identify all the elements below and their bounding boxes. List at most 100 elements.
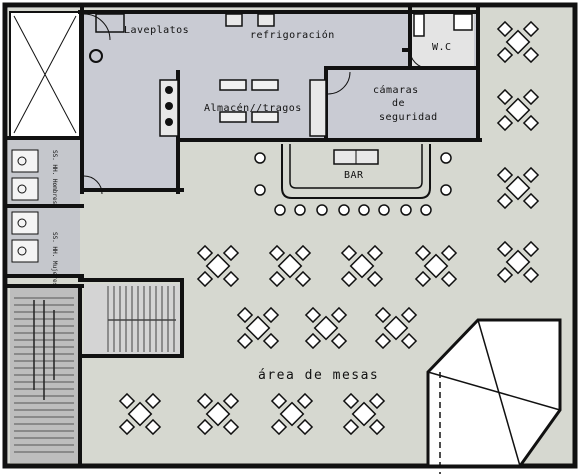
- fridge-unit: [225, 13, 243, 27]
- wc-label: W.C: [432, 42, 452, 53]
- chair: [374, 306, 392, 324]
- chair: [222, 418, 240, 436]
- bar-stool: [294, 204, 306, 216]
- table-set: [304, 306, 348, 350]
- table-top: [205, 253, 231, 279]
- chair: [236, 306, 254, 324]
- door-swing-wc: [409, 49, 429, 69]
- chair: [330, 306, 348, 324]
- table-set: [268, 244, 312, 288]
- bar-counter-inner: [289, 144, 423, 189]
- table-top: [313, 315, 339, 341]
- fixtures: [11, 13, 473, 453]
- chair: [342, 392, 360, 410]
- table-top: [383, 315, 409, 341]
- table-set: [496, 166, 540, 210]
- chair: [262, 332, 280, 350]
- table-set: [496, 240, 540, 284]
- chair: [270, 418, 288, 436]
- laveplatos-label: Laveplatos: [124, 25, 190, 36]
- bar-stool: [338, 204, 350, 216]
- table-set: [270, 392, 314, 436]
- restroom-stall: [11, 211, 39, 235]
- chair: [440, 244, 458, 262]
- table-top: [423, 253, 449, 279]
- wc-sink: [453, 13, 473, 31]
- toilet-bowl: [17, 246, 27, 256]
- burner: [165, 86, 173, 94]
- chair: [144, 392, 162, 410]
- chair: [340, 270, 358, 288]
- chair: [368, 418, 386, 436]
- table-set: [496, 88, 540, 132]
- toilet-bowl: [17, 184, 27, 194]
- bar-stool: [358, 204, 370, 216]
- fridge-unit: [257, 13, 275, 27]
- refrigeracion-label: refrigoración: [250, 30, 335, 41]
- chair: [496, 46, 514, 64]
- chair: [196, 392, 214, 410]
- table-set: [236, 306, 280, 350]
- chair: [522, 240, 540, 258]
- table-top: [205, 401, 231, 427]
- camaras-label-2: de: [392, 98, 406, 109]
- chair: [340, 244, 358, 262]
- chair: [294, 270, 312, 288]
- chair: [144, 418, 162, 436]
- chair: [496, 88, 514, 106]
- chair: [414, 244, 432, 262]
- storage-rack: [251, 79, 279, 91]
- toilet: [413, 13, 425, 37]
- table-top: [245, 315, 271, 341]
- bar-label: BAR: [344, 170, 364, 181]
- chair: [522, 46, 540, 64]
- bar-counter-outer: [281, 144, 431, 199]
- door-swing-lave: [83, 13, 111, 41]
- chair: [304, 332, 322, 350]
- chair: [522, 20, 540, 38]
- chair: [262, 306, 280, 324]
- drain: [89, 49, 103, 63]
- table-set: [496, 20, 540, 64]
- chair: [296, 418, 314, 436]
- chair: [400, 332, 418, 350]
- storage-rack: [219, 111, 247, 123]
- sink-counter: [95, 13, 125, 33]
- bar-stool: [420, 204, 432, 216]
- bar-stool: [378, 204, 390, 216]
- burner: [165, 102, 173, 110]
- chair: [270, 392, 288, 410]
- table-top: [505, 249, 531, 275]
- chair: [496, 192, 514, 210]
- table-set: [414, 244, 458, 288]
- chair: [304, 306, 322, 324]
- camaras-room: [330, 72, 470, 134]
- table-top: [277, 253, 303, 279]
- storage-rack: [219, 79, 247, 91]
- chair: [496, 20, 514, 38]
- chair: [374, 332, 392, 350]
- chair: [222, 244, 240, 262]
- chair: [440, 270, 458, 288]
- area-mesas-label: área de mesas: [258, 368, 380, 383]
- chair: [522, 192, 540, 210]
- chair: [196, 418, 214, 436]
- chair: [522, 266, 540, 284]
- restroom-stall: [11, 177, 39, 201]
- table-top: [127, 401, 153, 427]
- table-set: [118, 392, 162, 436]
- chair: [294, 244, 312, 262]
- toilet-bowl: [17, 218, 27, 228]
- toilet-bowl: [17, 156, 27, 166]
- table-set: [374, 306, 418, 350]
- chair: [496, 266, 514, 284]
- chair: [400, 306, 418, 324]
- ss-hh-mujeres-label: SS. HH. Mujeres: [51, 232, 58, 287]
- chair: [268, 270, 286, 288]
- chair: [196, 270, 214, 288]
- table-top: [505, 97, 531, 123]
- stair-arrow: [33, 300, 55, 400]
- chair: [366, 244, 384, 262]
- restroom-stall: [11, 239, 39, 263]
